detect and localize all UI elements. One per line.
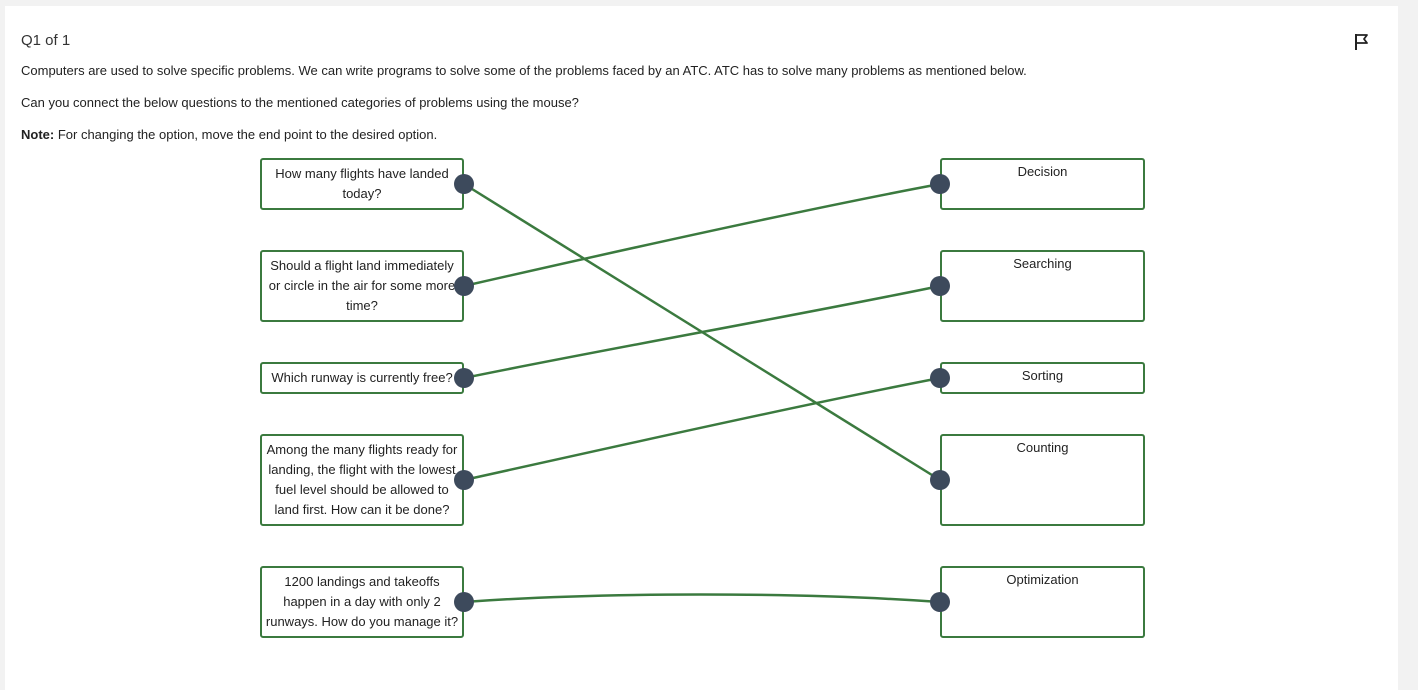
instructions-intro: Computers are used to solve specific pro…	[21, 63, 1027, 78]
category-label: Optimization	[1006, 572, 1079, 587]
category-box-counting[interactable]: Counting	[940, 434, 1145, 526]
category-box-searching[interactable]: Searching	[940, 250, 1145, 322]
category-box-decision[interactable]: Decision	[940, 158, 1145, 210]
question-text: Among the many flights ready for landing…	[266, 442, 458, 517]
category-label: Sorting	[1021, 368, 1064, 383]
flag-icon[interactable]	[1352, 32, 1372, 52]
note-label: Note:	[21, 127, 55, 142]
question-text: Should a flight land immediately or circ…	[268, 258, 456, 313]
question-box-1[interactable]: How many flights have landed today?	[260, 158, 464, 210]
category-label: Counting	[1016, 440, 1069, 455]
category-label: Decision	[1017, 164, 1068, 179]
category-handle-optimization[interactable]	[930, 592, 950, 612]
note-text: For changing the option, move the end po…	[54, 127, 438, 142]
question-box-2[interactable]: Should a flight land immediately or circ…	[260, 250, 464, 322]
question-handle-1[interactable]	[454, 174, 474, 194]
category-handle-searching[interactable]	[930, 276, 950, 296]
question-handle-5[interactable]	[454, 592, 474, 612]
question-handle-3[interactable]	[454, 368, 474, 388]
question-text: 1200 landings and takeoffs happen in a d…	[265, 574, 459, 629]
category-label: Searching	[1013, 256, 1072, 271]
question-box-3[interactable]: Which runway is currently free?	[260, 362, 464, 394]
category-handle-sorting[interactable]	[930, 368, 950, 388]
category-handle-counting[interactable]	[930, 470, 950, 490]
category-box-sorting[interactable]: Sorting	[940, 362, 1145, 394]
category-handle-decision[interactable]	[930, 174, 950, 194]
question-handle-4[interactable]	[454, 470, 474, 490]
question-text: Which runway is currently free?	[271, 370, 453, 385]
question-box-5[interactable]: 1200 landings and takeoffs happen in a d…	[260, 566, 464, 638]
instructions-note: Note: For changing the option, move the …	[21, 127, 437, 142]
question-handle-2[interactable]	[454, 276, 474, 296]
category-box-optimization[interactable]: Optimization	[940, 566, 1145, 638]
instructions-task: Can you connect the below questions to t…	[21, 95, 579, 110]
question-box-4[interactable]: Among the many flights ready for landing…	[260, 434, 464, 526]
question-counter: Q1 of 1	[21, 32, 71, 49]
question-text: How many flights have landed today?	[275, 166, 449, 201]
